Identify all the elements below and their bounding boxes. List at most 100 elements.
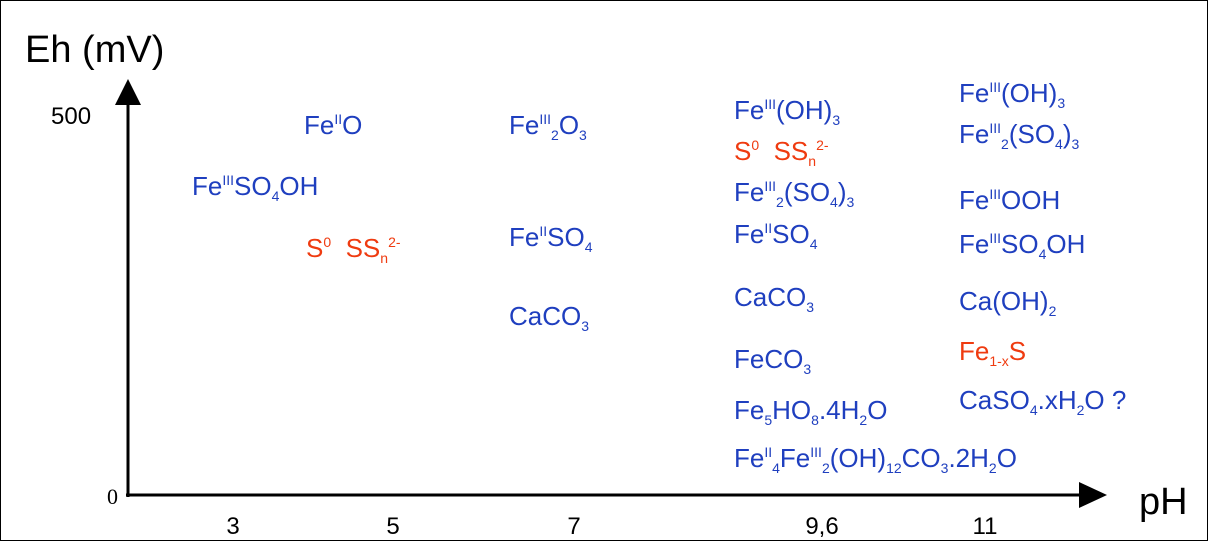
formula-part: II bbox=[764, 443, 773, 460]
species-fe1-xs: Fe1-xS bbox=[959, 336, 1026, 368]
species-fe2so4: FeIISO4 bbox=[509, 222, 593, 255]
formula-part: III bbox=[989, 185, 1002, 202]
formula-part: CaCO bbox=[734, 282, 807, 312]
formula-part: 4 bbox=[809, 236, 818, 253]
x-tick-5: 5 bbox=[386, 513, 400, 540]
formula-part: Fe bbox=[779, 443, 811, 473]
species-fe3so4oh: FeIIISO4OH bbox=[192, 171, 319, 204]
formula-part: III bbox=[989, 229, 1002, 246]
formula-part: 4 bbox=[830, 194, 838, 211]
formula-part: III bbox=[810, 443, 822, 460]
species-fe3ooh: FeIIIOOH bbox=[959, 185, 1061, 215]
formula-part: 3 bbox=[803, 361, 812, 378]
formula-part: II bbox=[334, 110, 343, 127]
formula-part: (SO bbox=[1008, 119, 1056, 149]
formula-part: 0 bbox=[323, 233, 332, 250]
formula-part: (OH) bbox=[1001, 78, 1058, 108]
species-caso4: CaSO4.xH2O ? bbox=[959, 385, 1127, 417]
formula-part: III bbox=[764, 95, 777, 112]
formula-part: Fe bbox=[959, 229, 990, 259]
species-feco3: FeCO3 bbox=[734, 344, 811, 376]
formula-part: FeCO bbox=[734, 344, 804, 374]
formula-part: 5 bbox=[764, 412, 773, 429]
formula-part: 2 bbox=[1076, 402, 1085, 419]
formula-part: O ? bbox=[1084, 385, 1127, 415]
y-axis-arrow bbox=[115, 79, 141, 105]
formula-part: III bbox=[764, 177, 777, 194]
formula-part: HO bbox=[772, 395, 812, 425]
formula-part: Fe bbox=[509, 110, 540, 140]
formula-part: 2 bbox=[821, 460, 830, 477]
formula-part: Fe bbox=[959, 336, 990, 366]
formula-part: S bbox=[734, 136, 752, 166]
formula-part: .xH bbox=[1037, 385, 1077, 415]
x-axis-title: pH bbox=[1139, 481, 1188, 523]
formula-part: 3 bbox=[846, 194, 855, 211]
formula-part: 2 bbox=[1048, 303, 1057, 320]
species-fe3so4oh: FeIIISO4OH bbox=[959, 229, 1086, 262]
formula-part: SO bbox=[772, 219, 810, 249]
formula-part: (SO bbox=[783, 177, 831, 207]
formula-part: SO bbox=[547, 222, 585, 252]
formula-part: Fe bbox=[304, 110, 335, 140]
formula-part: 2- bbox=[816, 136, 829, 153]
formula-part: 4 bbox=[1055, 136, 1063, 153]
species-fe2o: FeIIO bbox=[304, 110, 362, 140]
formula-part: 4 bbox=[1029, 402, 1038, 419]
formula-part: Fe bbox=[734, 95, 765, 125]
species-fe3oh3: FeIII(OH)3 bbox=[959, 78, 1065, 111]
formula-part: III bbox=[222, 171, 235, 188]
formula-part: SO bbox=[234, 171, 272, 201]
formula-part: 0 bbox=[751, 136, 760, 153]
formula-part: 3 bbox=[1057, 95, 1066, 112]
formula-part: 2 bbox=[988, 460, 997, 477]
formula-part: Fe bbox=[959, 119, 990, 149]
formula-part: CaSO bbox=[959, 385, 1030, 415]
species-caoh2: Ca(OH)2 bbox=[959, 288, 1056, 318]
x-tick-9-6: 9,6 bbox=[805, 513, 839, 540]
formula-part: OH bbox=[1046, 229, 1086, 259]
formula-part: O bbox=[558, 110, 580, 140]
species-s0-ssn: S0 SSn2- bbox=[734, 136, 829, 169]
species-fe5ho8: Fe5HO8.4H2O bbox=[734, 395, 888, 427]
formula-part: n bbox=[808, 153, 817, 170]
x-tick-11: 11 bbox=[972, 513, 998, 540]
formula-part: SS bbox=[331, 233, 381, 263]
formula-part: Fe bbox=[509, 222, 540, 252]
formula-part: 12 bbox=[886, 460, 902, 477]
species-fe3-2-so4-3: FeIII2(SO4)3 bbox=[734, 177, 854, 210]
formula-part: O bbox=[996, 443, 1017, 473]
formula-part: III bbox=[989, 119, 1002, 136]
formula-part: ) bbox=[837, 177, 847, 207]
formula-part: OOH bbox=[1001, 185, 1061, 215]
species-fe2so4: FeIISO4 bbox=[734, 219, 818, 252]
formula-part: 3 bbox=[1071, 136, 1080, 153]
x-tick-7: 7 bbox=[567, 513, 581, 540]
formula-part: S bbox=[306, 233, 324, 263]
species-fe3oh3: FeIII(OH)3 bbox=[734, 95, 840, 128]
formula-part: 2 bbox=[859, 412, 868, 429]
formula-part: SS bbox=[759, 136, 809, 166]
formula-part: 2 bbox=[1001, 136, 1009, 153]
formula-part: n bbox=[380, 250, 389, 267]
formula-part: 3 bbox=[806, 299, 815, 316]
formula-part: Fe bbox=[734, 443, 765, 473]
x-axis-arrow bbox=[1079, 482, 1107, 508]
formula-part: 3 bbox=[940, 460, 949, 477]
formula-part: 4 bbox=[772, 460, 780, 477]
formula-part: III bbox=[539, 110, 552, 127]
formula-part: O bbox=[867, 395, 888, 425]
formula-part: .2H bbox=[948, 443, 989, 473]
x-tick-3: 3 bbox=[226, 513, 240, 540]
formula-part: 3 bbox=[581, 318, 590, 335]
formula-part: CaCO bbox=[509, 301, 582, 331]
formula-part: 2 bbox=[776, 194, 784, 211]
formula-part: 3 bbox=[832, 112, 841, 129]
formula-part: 2 bbox=[551, 127, 559, 144]
formula-part: 3 bbox=[579, 127, 587, 144]
formula-part: OH bbox=[279, 171, 319, 201]
species-green-rust: FeII4FeIII2(OH)12CO3.2H2O bbox=[734, 443, 1017, 476]
formula-part: Fe bbox=[959, 185, 990, 215]
formula-part: Fe bbox=[734, 219, 765, 249]
